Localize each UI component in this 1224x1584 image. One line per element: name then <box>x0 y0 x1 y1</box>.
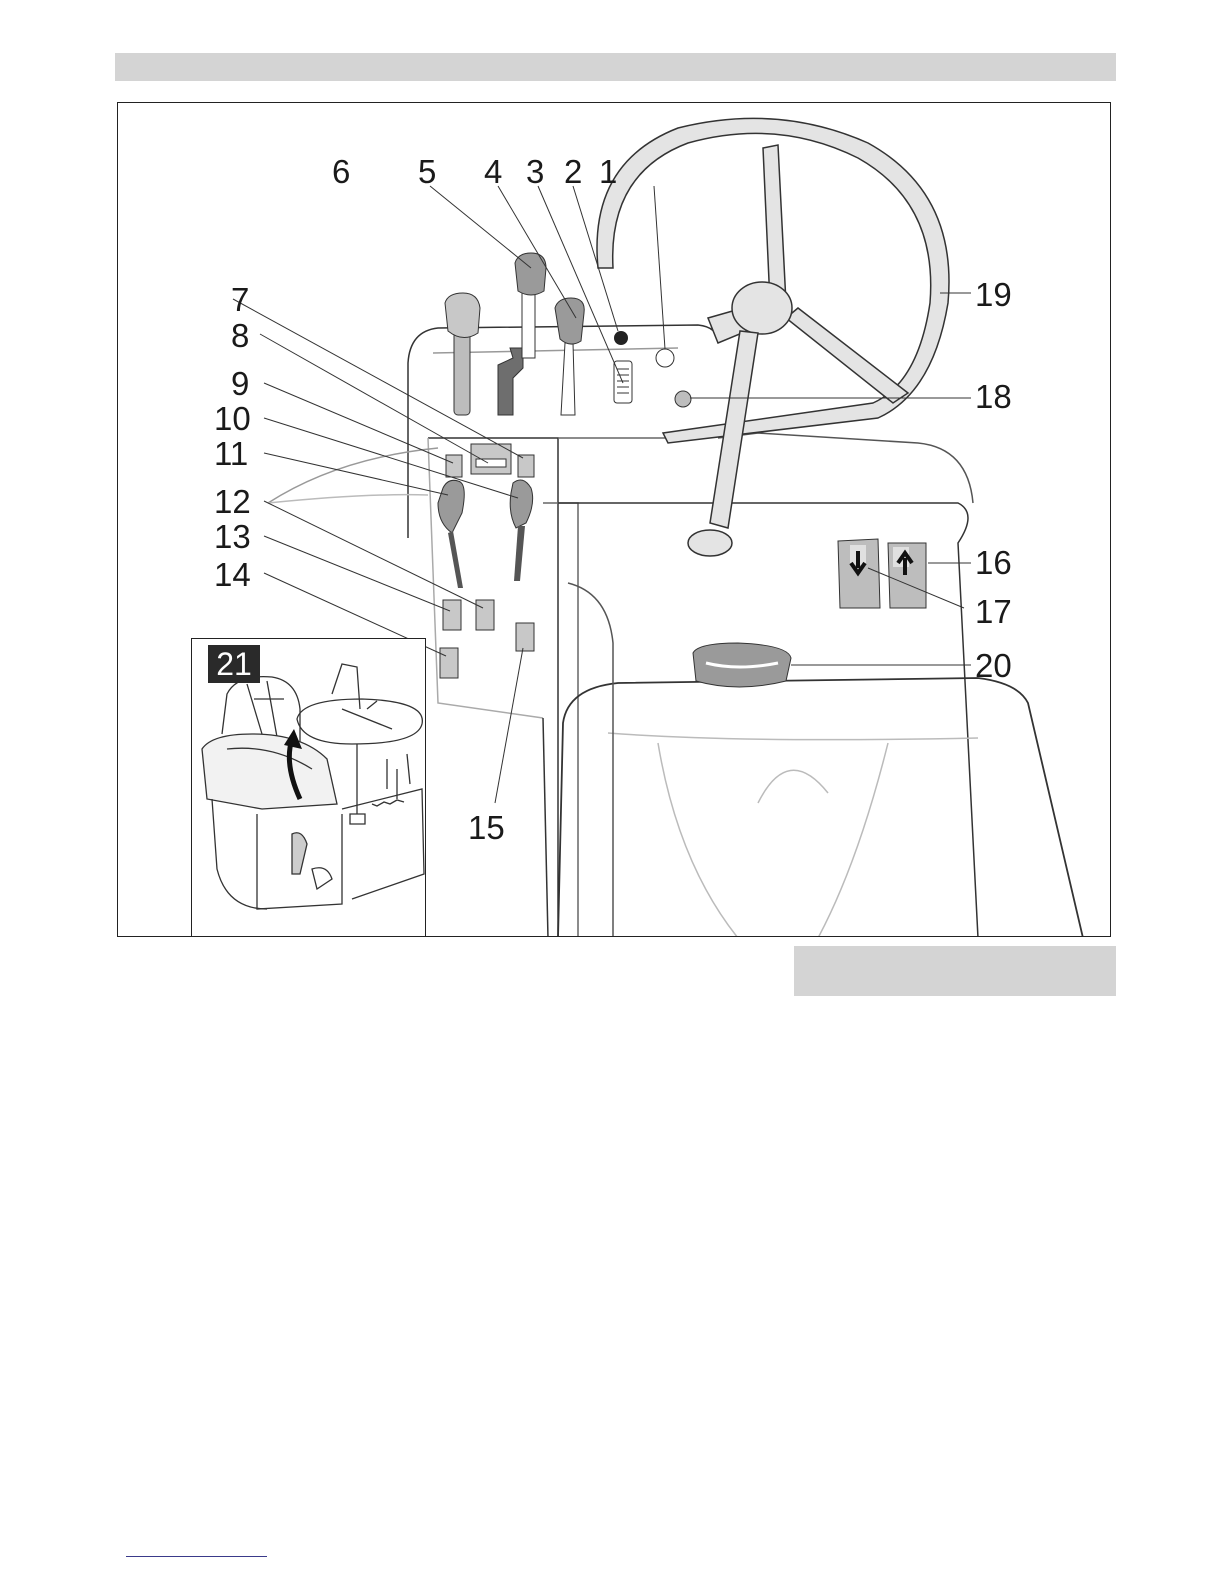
seat-inset: 21 <box>191 638 426 937</box>
callout-12: 12 <box>214 485 251 518</box>
callout-4: 4 <box>484 155 502 188</box>
callout-20: 20 <box>975 649 1012 682</box>
callout-15: 15 <box>468 811 505 844</box>
callout-3: 3 <box>526 155 544 188</box>
callout-16: 16 <box>975 546 1012 579</box>
callout-9: 9 <box>231 367 249 400</box>
callout-17: 17 <box>975 595 1012 628</box>
callout-7: 7 <box>231 283 249 316</box>
callout-18: 18 <box>975 380 1012 413</box>
footer-rule <box>126 1556 267 1557</box>
inset-label: 21 <box>208 645 260 683</box>
callout-14: 14 <box>214 558 251 591</box>
callout-2: 2 <box>564 155 582 188</box>
callout-13: 13 <box>214 520 251 553</box>
callout-6: 6 <box>332 155 350 188</box>
callout-8: 8 <box>231 319 249 352</box>
operator-controls-figure: 6 5 4 3 2 1 7 8 9 10 11 12 13 14 15 16 1… <box>117 102 1111 937</box>
callout-19: 19 <box>975 278 1012 311</box>
callout-10: 10 <box>214 402 251 435</box>
header-bar <box>115 53 1116 81</box>
callout-1: 1 <box>599 155 617 188</box>
callout-11: 11 <box>214 437 248 470</box>
lever-knob-icon <box>445 293 480 415</box>
steering-wheel-icon <box>597 118 949 556</box>
callout-5: 5 <box>418 155 436 188</box>
caption-bar <box>794 946 1116 996</box>
seat-icon <box>192 639 426 937</box>
